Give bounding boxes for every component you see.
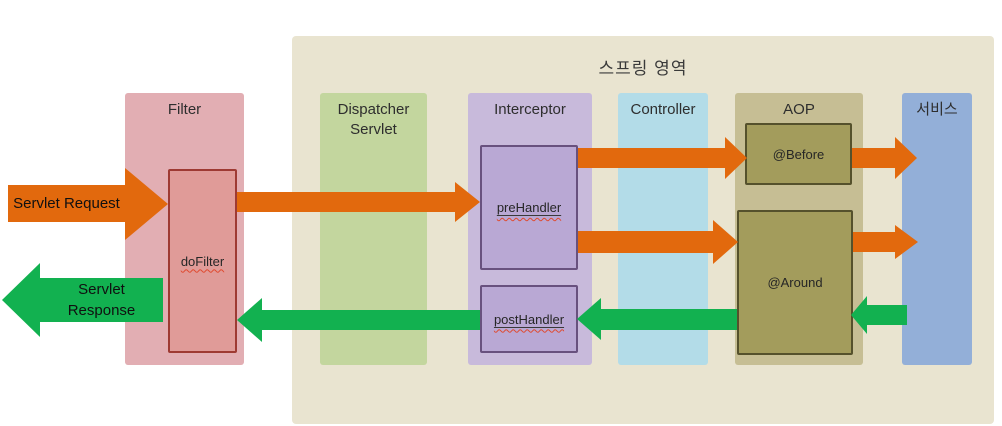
dofilter-to-prehandler-arrow-head [455,182,480,222]
servlet-request-arrow-head [125,168,168,240]
servlet-response-arrow-head [2,263,40,337]
around-box-label: @Around [767,275,823,290]
before-to-service-arrow-head [895,137,917,179]
prehandler-to-before-arrow-body [578,148,725,168]
service-to-around-arrow-head [851,296,867,334]
prehandler-to-around-arrow-body [578,231,713,253]
posthandler-box-label: postHandler [493,311,565,327]
posthandler-box: postHandler [480,285,578,353]
prehandler-to-around-arrow-head [713,220,738,264]
dofilter-box-label: doFilter [180,253,225,269]
servlet-request-arrow-body: Servlet Request [8,185,125,222]
prehandler-box: preHandler [480,145,578,270]
around-box: @Around [737,210,853,355]
servlet-response-line2: Response [67,302,136,319]
around-to-service-arrow-body [853,232,895,252]
prehandler-to-before-arrow-head [725,137,747,179]
dofilter-box: doFilter [168,169,237,353]
servlet-response-arrow-body: Servlet Response [40,278,163,322]
column-controller-label: Controller [630,101,696,118]
column-filter-label: Filter [167,101,202,118]
column-aop-label: AOP [783,101,815,118]
before-box: @Before [745,123,852,185]
spring-region-label: 스프링 영역 [598,59,688,78]
posthandler-to-dofilter-arrow-body [262,310,480,330]
service-to-around-arrow-body [867,305,907,325]
around-to-service-arrow-head [895,225,918,259]
prehandler-box-label: preHandler [496,200,562,215]
posthandler-to-dofilter-arrow-head [237,298,262,342]
column-interceptor-label: Interceptor [494,101,566,118]
column-dispatcher-servlet-label: Dispatcher Servlet [337,101,410,138]
dofilter-to-prehandler-arrow-body [237,192,455,212]
column-service-label: 서비스 [916,101,958,118]
before-box-label: @Before [772,146,825,162]
around-to-posthandler-arrow-head [577,298,601,340]
servlet-response-line1: Servlet [78,281,125,298]
around-to-posthandler-arrow-body [601,309,737,330]
before-to-service-arrow-body [852,148,895,168]
